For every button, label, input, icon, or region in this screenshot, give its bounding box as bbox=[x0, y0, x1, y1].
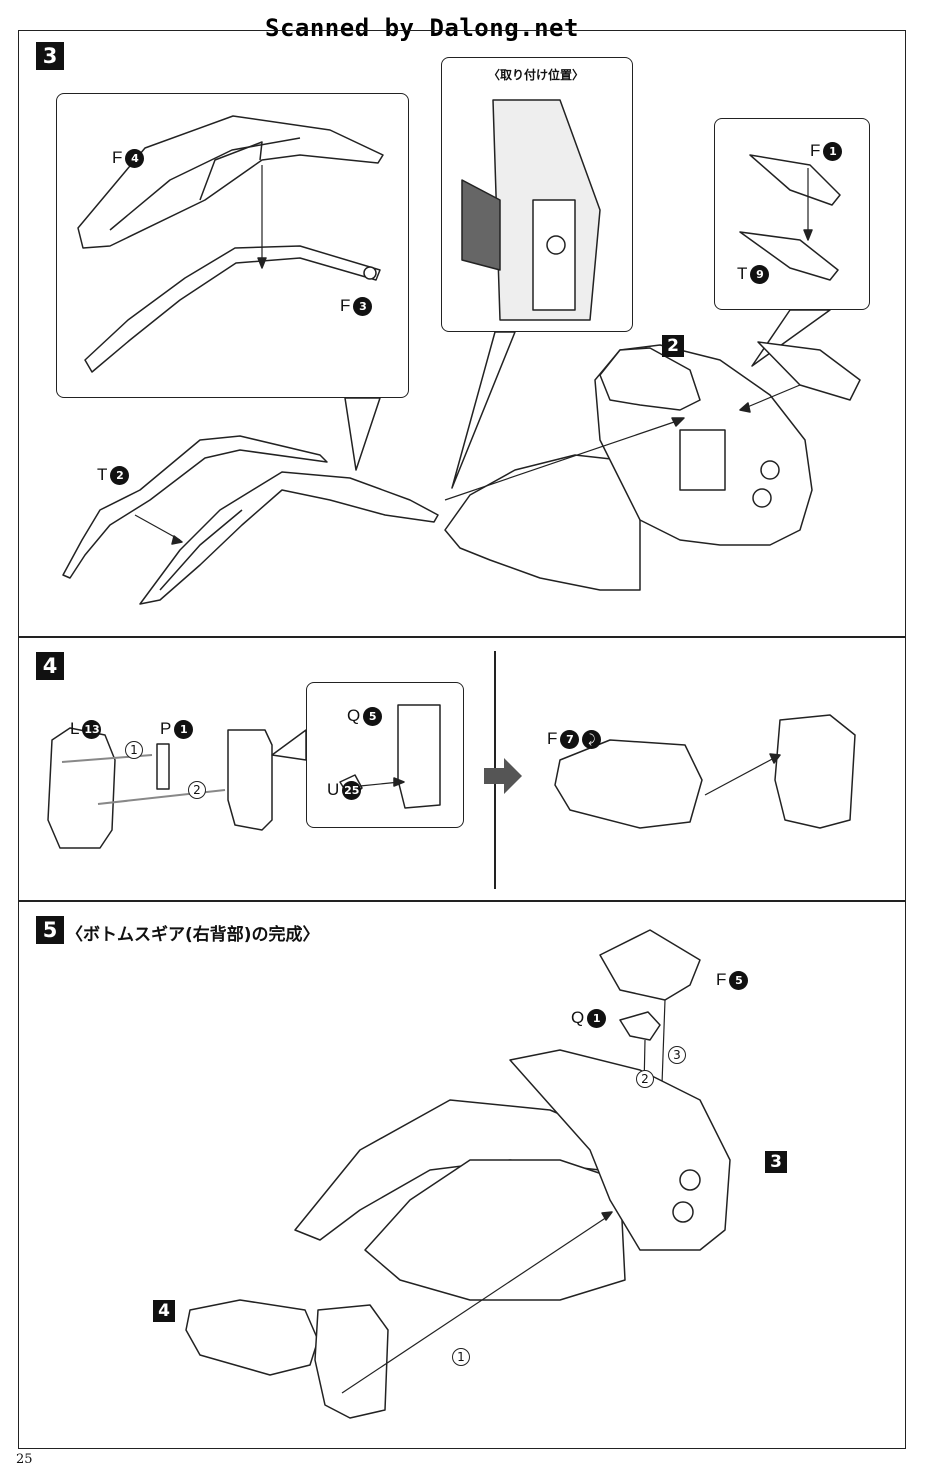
reference-step-4: 4 bbox=[153, 1300, 175, 1322]
sticker-mark-icon: ⤸ bbox=[582, 729, 602, 749]
part-number: 7 bbox=[560, 729, 580, 749]
part-letter: F bbox=[547, 729, 558, 748]
part-number: 13 bbox=[82, 719, 102, 739]
step-5-title: 〈ボトムスギア(右背部)の完成〉 bbox=[66, 925, 320, 945]
order-marker-1: 1 bbox=[452, 1348, 470, 1366]
part-number: 25 bbox=[342, 780, 362, 800]
part-letter: F bbox=[810, 141, 821, 160]
part-label-f5: F 5 bbox=[716, 970, 749, 990]
order-marker-2: 2 bbox=[188, 781, 206, 799]
part-label-q1: Q 1 bbox=[571, 1008, 607, 1028]
step-5-panel bbox=[18, 901, 906, 1449]
part-number: 1 bbox=[587, 1008, 607, 1028]
order-marker-2: 2 bbox=[636, 1070, 654, 1088]
step-number-3: 3 bbox=[36, 42, 64, 70]
part-letter: F bbox=[340, 296, 351, 315]
order-marker-3: 3 bbox=[668, 1046, 686, 1064]
part-label-l13: L 13 bbox=[70, 719, 102, 739]
reference-step-2: 2 bbox=[662, 335, 684, 357]
step-number-5: 5 bbox=[36, 916, 64, 944]
mounting-position-title: 〈取り付け位置〉 bbox=[488, 68, 585, 82]
step-4-panel bbox=[18, 637, 906, 901]
part-number: 5 bbox=[363, 706, 383, 726]
part-label-f7: F 7 ⤸ bbox=[547, 729, 602, 749]
watermark-text: Scanned by Dalong.net bbox=[265, 14, 579, 42]
part-label-p1: P 1 bbox=[160, 719, 194, 739]
mounting-position-callout bbox=[441, 57, 633, 332]
page-number: 25 bbox=[16, 1452, 33, 1467]
step-3-detail-callout bbox=[56, 93, 409, 398]
part-letter: F bbox=[112, 148, 123, 167]
next-arrow-icon bbox=[484, 758, 522, 794]
part-number: 3 bbox=[353, 296, 373, 316]
part-number: 5 bbox=[729, 970, 749, 990]
part-letter: T bbox=[737, 264, 748, 283]
part-number: 2 bbox=[110, 465, 130, 485]
order-marker-1: 1 bbox=[125, 741, 143, 759]
part-label-u25: U 25 bbox=[327, 780, 362, 800]
part-number: 4 bbox=[125, 148, 145, 168]
step-number-4: 4 bbox=[36, 652, 64, 680]
part-label-f3: F 3 bbox=[340, 296, 373, 316]
part-number: 1 bbox=[823, 141, 843, 161]
part-letter: F bbox=[716, 970, 727, 989]
part-label-f4: F 4 bbox=[112, 148, 145, 168]
part-letter: P bbox=[160, 719, 172, 738]
part-label-t2: T 2 bbox=[97, 465, 130, 485]
part-label-f1: F 1 bbox=[810, 141, 843, 161]
part-number: 9 bbox=[750, 264, 770, 284]
part-letter: L bbox=[70, 719, 80, 738]
part-letter: Q bbox=[347, 706, 361, 725]
part-label-q5: Q 5 bbox=[347, 706, 383, 726]
step-3-panel bbox=[18, 30, 906, 637]
part-number: 1 bbox=[174, 719, 194, 739]
part-label-t9: T 9 bbox=[737, 264, 770, 284]
part-letter: U bbox=[327, 780, 340, 799]
part-letter: T bbox=[97, 465, 108, 484]
step-4-detail-callout bbox=[306, 682, 464, 828]
reference-step-3: 3 bbox=[765, 1151, 787, 1173]
part-letter: Q bbox=[571, 1008, 585, 1027]
